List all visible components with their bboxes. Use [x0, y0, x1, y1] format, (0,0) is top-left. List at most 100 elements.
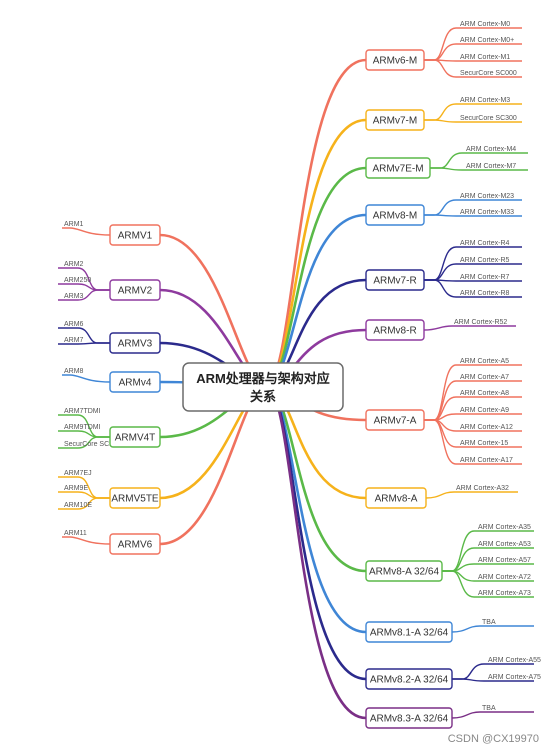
node-label-armv8-m: ARMv8-M — [373, 211, 417, 222]
leaf-arm-cortex-m4: ARM Cortex-M4 — [466, 146, 516, 153]
node-label-armv5te: ARMV5TE — [111, 494, 159, 505]
node-label-armv8-r: ARMv8-R — [373, 326, 416, 337]
leaf-tba: TBA — [482, 705, 496, 712]
leaf-arm-cortex-m33: ARM Cortex-M33 — [460, 209, 514, 216]
leaf-arm7: ARM7 — [64, 337, 84, 344]
node-box-armv6[interactable] — [109, 533, 161, 555]
edge-root-to-armv8-3-a-32-64 — [264, 384, 368, 720]
node-box-armv1[interactable] — [109, 224, 161, 246]
node-box-armv7-a[interactable] — [365, 409, 425, 431]
leaf-arm7tdmi: ARM7TDMI — [64, 408, 101, 415]
node-box-armv7-m[interactable] — [365, 109, 425, 131]
leaf-arm-cortex-a35: ARM Cortex-A35 — [478, 524, 531, 531]
node-label-armv7e-m: ARMv7E-M — [372, 164, 423, 175]
node-box-armv8-1-a-32-64[interactable] — [365, 621, 453, 643]
node-box-armv8-m[interactable] — [365, 204, 425, 226]
node-box-armv4t[interactable] — [109, 426, 161, 448]
node-box-armv8-2-a-32-64[interactable] — [365, 668, 453, 690]
leaf-arm-cortex-m7: ARM Cortex-M7 — [466, 163, 516, 170]
node-box-armv6-m[interactable] — [365, 49, 425, 71]
leaf-arm8: ARM8 — [64, 368, 84, 375]
leaf-arm-cortex-a32: ARM Cortex-A32 — [456, 485, 509, 492]
edge-armv8-a-32-64-to-arm-cortex-a35-0 — [442, 530, 534, 572]
edge-armv1-to-arm1 — [62, 227, 111, 236]
leaf-arm-cortex-r5: ARM Cortex-R5 — [460, 257, 510, 264]
edge-armv8-r-to-arm-cortex-r52-0 — [423, 325, 516, 331]
leaf-arm-cortex-a8: ARM Cortex-A8 — [460, 390, 509, 397]
leaf-arm10e: ARM10E — [64, 502, 92, 509]
edge-armv8-2-a-32-64-to-arm-cortex-a75-1 — [452, 678, 534, 682]
leaf-arm-cortex-m0: ARM Cortex-M0+ — [460, 37, 514, 44]
leaf-arm-cortex-a55: ARM Cortex-A55 — [488, 657, 541, 664]
leaf-securcore-sc300: SecurCore SC300 — [460, 115, 517, 122]
node-label-armv8-2-a-32-64: ARMv8.2-A 32/64 — [370, 675, 449, 686]
node-box-armv4[interactable] — [109, 371, 161, 393]
node-label-armv7-a: ARMv7-A — [374, 416, 417, 427]
leaf-securcore-sc000: SecurCore SC000 — [460, 70, 517, 77]
node-box-armv7-r[interactable] — [365, 269, 425, 291]
leaf-arm11: ARM11 — [64, 530, 87, 537]
node-box-armv8-a[interactable] — [365, 487, 427, 509]
node-box-armv8-r[interactable] — [365, 319, 425, 341]
leaf-arm-cortex-m23: ARM Cortex-M23 — [460, 193, 514, 200]
node-label-armv4: ARMv4 — [119, 378, 152, 389]
root-node[interactable]: ARM处理器与架构对应 关系 — [182, 362, 344, 412]
edge-armv6-to-arm11 — [62, 536, 111, 545]
right-branch-armv8-3-a-32-64: TBA ARMv8.3-A 32/64 — [365, 705, 496, 729]
root-title-line1: ARM处理器与架构对应 — [196, 371, 330, 386]
edge-armv3-to-arm7 — [58, 342, 110, 345]
leaf-arm-cortex-15: ARM Cortex-15 — [460, 440, 508, 447]
leaf-arm-cortex-r4: ARM Cortex-R4 — [460, 240, 510, 247]
leaf-arm-cortex-a12: ARM Cortex-A12 — [460, 424, 513, 431]
edge-armv7-r-to-arm-cortex-r8-3 — [424, 279, 522, 298]
node-box-armv3[interactable] — [109, 332, 161, 354]
leaf-tba: TBA — [482, 619, 496, 626]
node-box-armv8-a-32-64[interactable] — [365, 560, 443, 582]
edge-armv7-a-to-arm-cortex-a17-6 — [424, 419, 522, 465]
leaf-securcore-sc100: SecurCore SC100 — [64, 441, 121, 448]
node-box-armv2[interactable] — [109, 279, 161, 301]
edge-armv8-a-to-arm-cortex-a32-0 — [425, 491, 518, 499]
node-box-armv8-3-a-32-64[interactable] — [365, 707, 453, 729]
node-label-armv8-a: ARMv8-A — [375, 494, 418, 505]
node-label-armv3: ARMV3 — [118, 339, 153, 350]
node-label-armv1: ARMV1 — [118, 231, 153, 242]
edge-armv8-3-a-32-64-to-tba-0 — [451, 711, 534, 719]
leaf-arm-cortex-r8: ARM Cortex-R8 — [460, 290, 510, 297]
leaf-arm-cortex-a53: ARM Cortex-A53 — [478, 541, 531, 548]
leaf-arm-cortex-a73: ARM Cortex-A73 — [478, 590, 531, 597]
leaf-arm7ej: ARM7EJ — [64, 470, 92, 477]
edge-armv8-1-a-32-64-to-tba-0 — [451, 625, 534, 633]
node-label-armv8-3-a-32-64: ARMv8.3-A 32/64 — [370, 714, 449, 725]
node-label-armv8-a-32-64: ARMv8-A 32/64 — [369, 567, 439, 578]
node-box-armv5te[interactable] — [109, 487, 161, 509]
leaf-arm1: ARM1 — [64, 221, 84, 228]
leaf-arm-cortex-a75: ARM Cortex-A75 — [488, 674, 541, 681]
leaf-arm-cortex-r7: ARM Cortex-R7 — [460, 274, 510, 281]
root-title-line2: 关系 — [250, 389, 276, 404]
leaf-arm9e: ARM9E — [64, 485, 88, 492]
edge-root-to-armv7-m — [264, 118, 368, 388]
leaf-arm-cortex-a17: ARM Cortex-A17 — [460, 457, 513, 464]
edge-armv8-m-to-arm-cortex-m33-1 — [424, 214, 522, 217]
edge-armv7e-m-to-arm-cortex-m7-1 — [430, 167, 528, 171]
edge-armv8-a-32-64-to-arm-cortex-a73-4 — [442, 570, 534, 598]
root-box — [182, 362, 344, 412]
node-box-armv7e-m[interactable] — [365, 157, 431, 179]
leaf-arm-cortex-a5: ARM Cortex-A5 — [460, 358, 509, 365]
leaf-arm-cortex-r52: ARM Cortex-R52 — [454, 319, 507, 326]
edge-armv5te-to-arm10e — [58, 497, 110, 510]
node-label-armv6-m: ARMv6-M — [373, 56, 417, 67]
edge-armv4t-to-securcore-sc100 — [58, 436, 110, 449]
